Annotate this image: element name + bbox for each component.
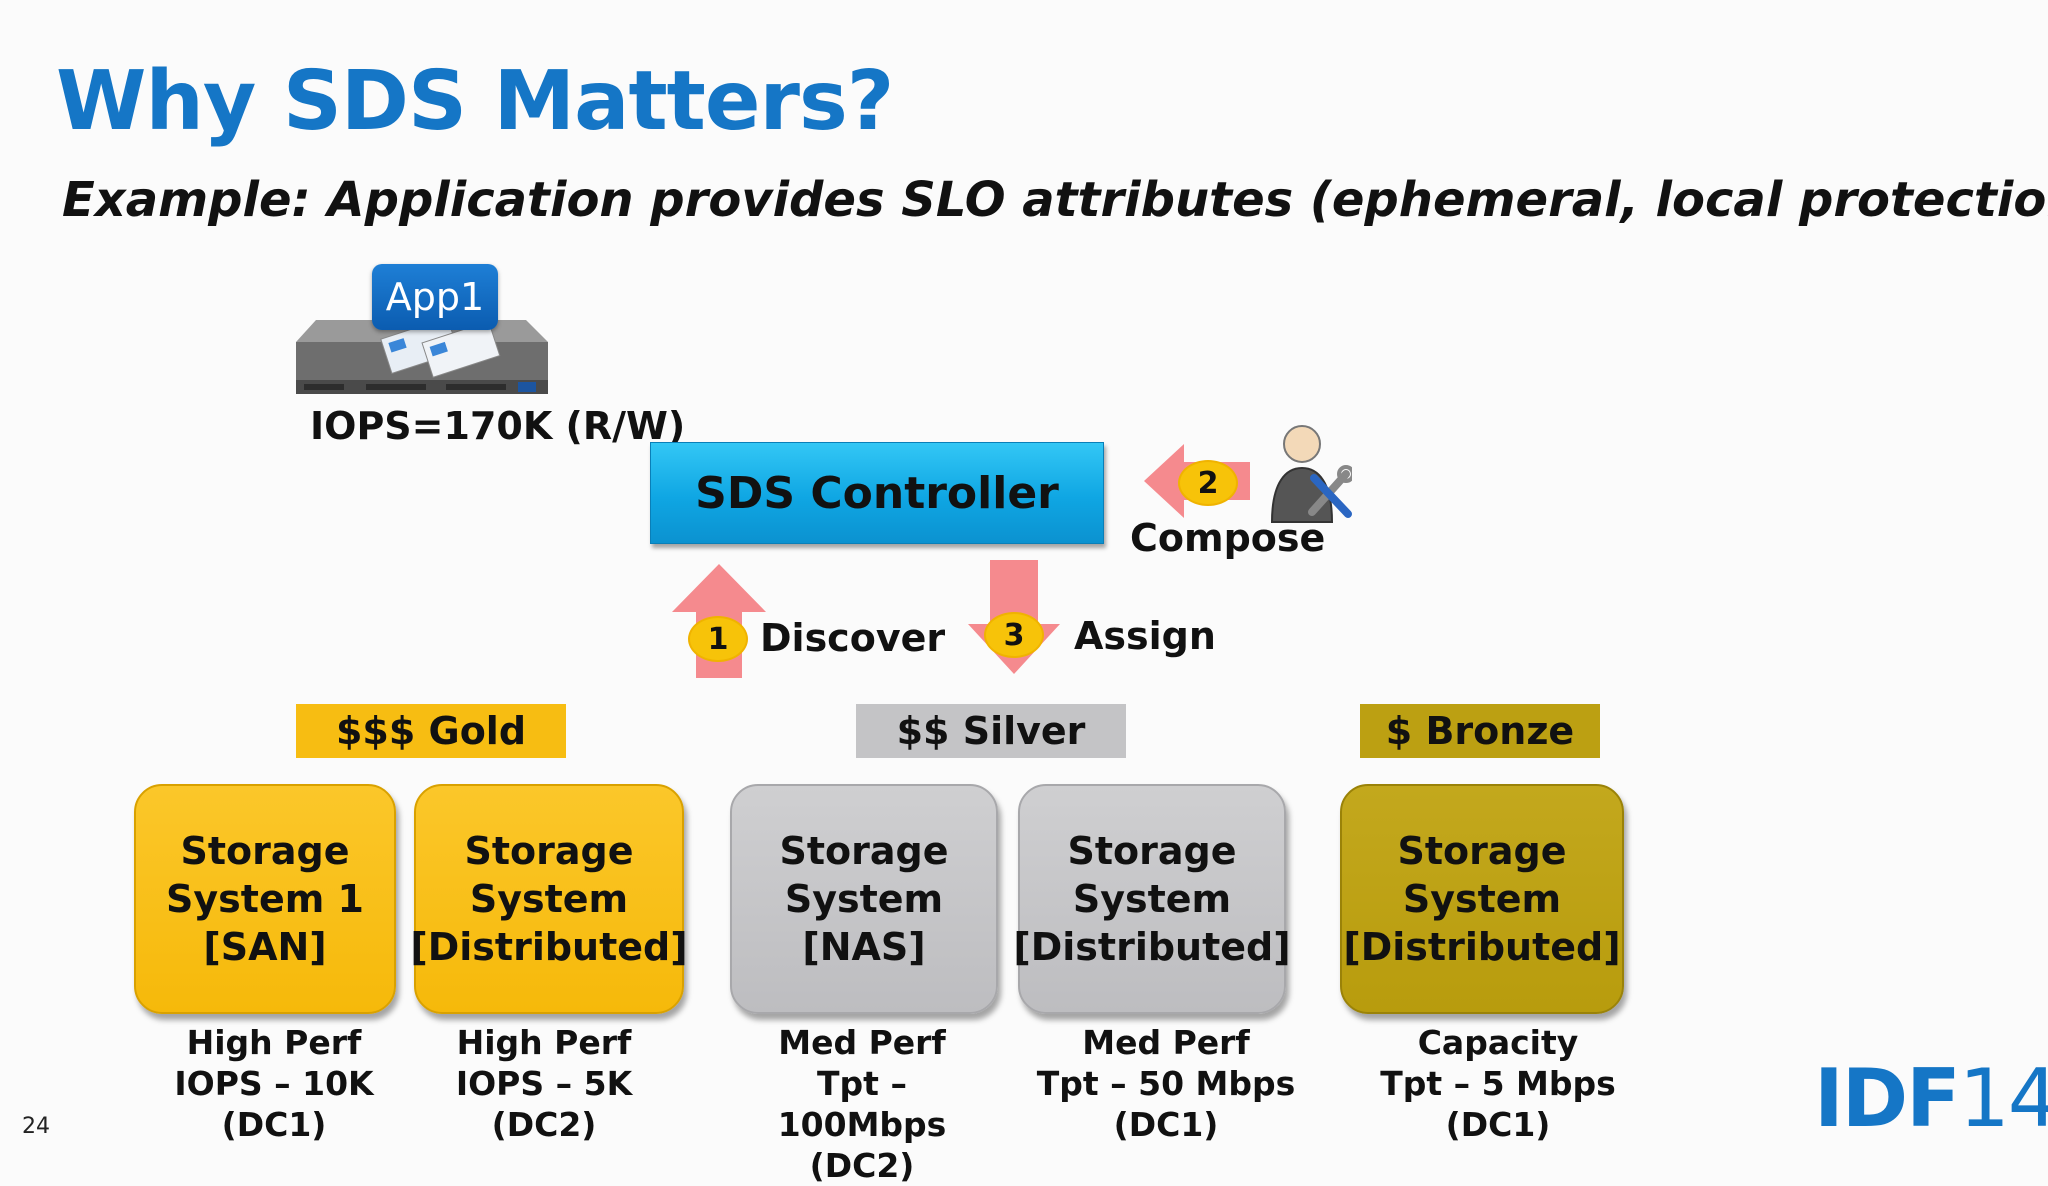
storage-1-description: High Perf IOPS – 10K (DC1) (174, 1023, 374, 1144)
storage-system-san-box: Storage System 1 [SAN] (134, 784, 396, 1014)
storage-system-label: Storage System 1 [SAN] (166, 829, 364, 969)
step-3-badge: 3 (984, 612, 1044, 658)
step-2-badge: 2 (1178, 460, 1238, 506)
storage-system-distributed-gold-box: Storage System [Distributed] (410, 784, 688, 1014)
slide-subtitle: Example: Application provides SLO attrib… (62, 172, 2048, 228)
storage-2-description: High Perf IOPS – 5K (DC2) (455, 1023, 633, 1144)
storage-5-description: Capacity Tpt – 5 Mbps (DC1) (1380, 1023, 1616, 1144)
tier-bronze-label: $ Bronze (1360, 704, 1600, 758)
tier-silver-label: $$ Silver (856, 704, 1126, 758)
app1-badge: App1 (372, 264, 498, 330)
server-icon (296, 316, 548, 394)
admin-user-icon (1270, 425, 1352, 523)
storage-4-description: Med Perf Tpt – 50 Mbps (DC1) (1036, 1023, 1296, 1144)
step-compose-label: Compose (1130, 516, 1326, 560)
page-number: 24 (22, 1114, 50, 1139)
logo-number: 14 (1958, 1052, 2048, 1145)
storage-system-label: Storage System [NAS] (779, 829, 949, 969)
sds-controller-label: SDS Controller (695, 467, 1059, 519)
slide-title: Why SDS Matters? (56, 54, 894, 149)
storage-system-nas-box: Storage System [NAS] (730, 784, 998, 1014)
storage-system-label: Storage System [Distributed] (410, 829, 688, 969)
step-1-badge: 1 (688, 616, 748, 662)
step-discover-label: Discover (760, 616, 946, 660)
storage-3-description: Med Perf Tpt – 100Mbps (DC2) (777, 1023, 947, 1185)
storage-system-distributed-bronze-box: Storage System [Distributed] (1340, 784, 1624, 1014)
step-assign-label: Assign (1074, 614, 1216, 658)
app-iops-label: IOPS=170K (R/W) (310, 404, 686, 448)
idf14-logo: IDF14 (1814, 1052, 2048, 1145)
storage-system-label: Storage System [Distributed] (1013, 829, 1291, 969)
storage-system-distributed-silver-box: Storage System [Distributed] (1013, 784, 1291, 1014)
storage-system-label: Storage System [Distributed] (1343, 829, 1621, 969)
tier-gold-label: $$$ Gold (296, 704, 566, 758)
sds-controller-box: SDS Controller (650, 442, 1104, 544)
logo-text: IDF (1814, 1052, 1961, 1145)
